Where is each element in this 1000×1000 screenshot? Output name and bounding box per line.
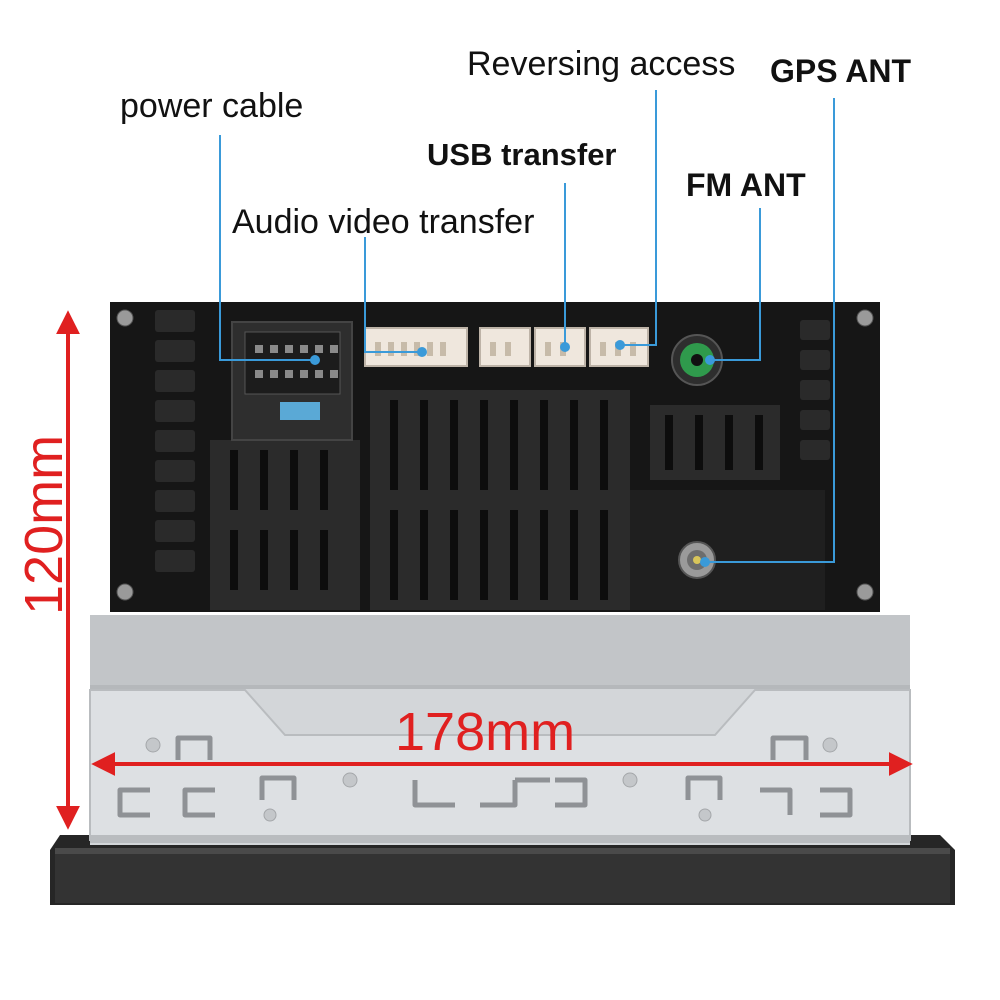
audio-video-connector — [364, 327, 468, 367]
usb-connector — [479, 327, 586, 367]
height-dimension: 120mm — [14, 435, 74, 615]
callout-lines — [219, 90, 835, 563]
dimension-arrows — [56, 310, 913, 830]
front-bezel — [50, 835, 955, 905]
callout-dots — [310, 340, 715, 567]
fm-antenna-socket — [671, 334, 723, 386]
metal-chassis — [89, 615, 911, 845]
rear-unit — [110, 302, 880, 612]
power-cable-connector — [231, 321, 353, 441]
screw-icon — [116, 309, 874, 601]
label-audio-video: Audio video transfer — [232, 203, 534, 241]
width-dimension: 178mm — [395, 702, 575, 762]
label-gps-ant: GPS ANT — [770, 53, 912, 89]
label-fm-ant: FM ANT — [686, 167, 806, 203]
label-reversing: Reversing access — [467, 45, 735, 83]
gps-antenna-socket — [678, 541, 716, 579]
label-usb: USB transfer — [427, 137, 617, 172]
fuse-icon — [280, 402, 320, 420]
label-power-cable: power cable — [120, 87, 303, 125]
